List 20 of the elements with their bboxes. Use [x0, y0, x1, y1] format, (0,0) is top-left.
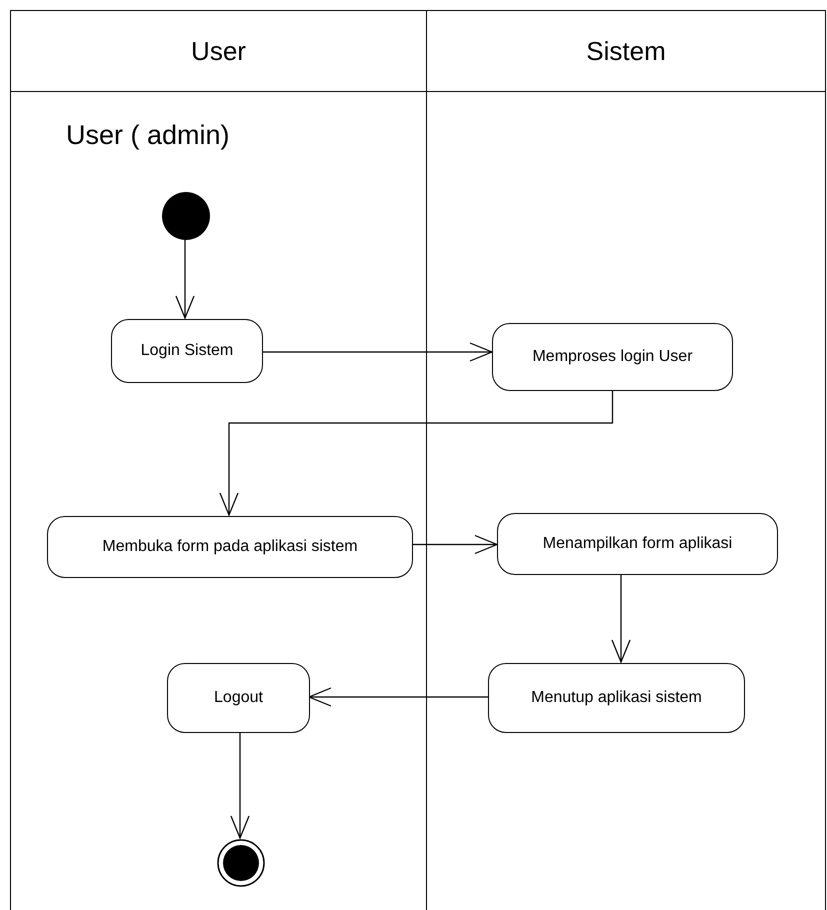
arrow — [175, 239, 195, 319]
arrow — [308, 687, 488, 707]
initial-node — [162, 192, 210, 240]
activity-box: Logout — [167, 663, 310, 733]
arrow — [219, 390, 614, 516]
arrow — [611, 574, 631, 663]
lane-header: Sistem — [427, 11, 825, 92]
activity-box: Menutup aplikasi sistem — [488, 663, 745, 733]
activity-box: Membuka form pada aplikasi sistem — [47, 516, 413, 578]
lane-header: User — [11, 11, 426, 92]
final-node — [217, 839, 265, 887]
activity-box: Menampilkan form aplikasi — [497, 513, 778, 575]
actor-label: User ( admin) — [66, 120, 230, 151]
arrow — [230, 732, 250, 839]
arrow — [412, 534, 498, 554]
activity-box: Memproses login User — [492, 323, 733, 391]
activity-box: Login Sistem — [111, 319, 263, 383]
swimlane — [427, 10, 826, 910]
swimlane — [10, 10, 427, 910]
arrow — [262, 342, 493, 362]
